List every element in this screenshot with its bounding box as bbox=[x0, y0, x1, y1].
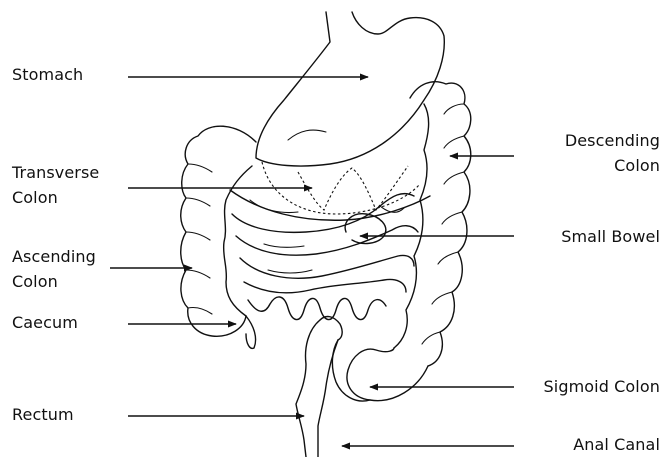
label-ascending-colon-line1: Ascending bbox=[12, 244, 96, 269]
label-anal-canal: Anal Canal bbox=[573, 432, 660, 457]
label-small-bowel: Small Bowel bbox=[561, 224, 660, 249]
ascending-colon-folds bbox=[186, 164, 212, 314]
label-stomach: Stomach bbox=[12, 62, 83, 87]
label-ascending-colon-line2: Colon bbox=[12, 269, 96, 294]
label-stomach-text: Stomach bbox=[12, 62, 83, 87]
label-descending-colon-line2: Colon bbox=[565, 153, 660, 178]
caecum-shape bbox=[246, 316, 256, 348]
rectum-shape bbox=[296, 320, 320, 457]
label-descending-colon-line1: Descending bbox=[565, 128, 660, 153]
label-transverse-colon-line2: Colon bbox=[12, 185, 99, 210]
label-anal-canal-text: Anal Canal bbox=[573, 432, 660, 457]
rectum-top bbox=[320, 317, 342, 340]
label-caecum-text: Caecum bbox=[12, 310, 78, 335]
rectum-inner bbox=[318, 340, 338, 457]
label-caecum: Caecum bbox=[12, 310, 78, 335]
small-bowel-loop-4 bbox=[244, 280, 406, 293]
label-sigmoid-colon: Sigmoid Colon bbox=[544, 374, 660, 399]
label-ascending-colon: Ascending Colon bbox=[12, 244, 96, 294]
descending-colon-folds bbox=[422, 104, 464, 344]
label-descending-colon: Descending Colon bbox=[565, 128, 660, 178]
label-transverse-colon-line1: Transverse bbox=[12, 160, 99, 185]
sigmoid-colon-shape bbox=[347, 348, 428, 401]
sigmoid-colon-lower bbox=[332, 340, 370, 401]
transverse-colon-loop-dashed bbox=[298, 166, 408, 210]
label-rectum: Rectum bbox=[12, 402, 74, 427]
label-sigmoid-colon-text: Sigmoid Colon bbox=[544, 374, 660, 399]
label-rectum-text: Rectum bbox=[12, 402, 74, 427]
stomach-fold bbox=[288, 130, 326, 140]
small-bowel-squiggle bbox=[248, 297, 386, 320]
label-transverse-colon: Transverse Colon bbox=[12, 160, 99, 210]
label-small-bowel-text: Small Bowel bbox=[561, 224, 660, 249]
small-bowel-loop-3 bbox=[240, 255, 414, 278]
descending-colon-outer bbox=[410, 82, 471, 366]
ascending-colon-outer bbox=[181, 126, 256, 336]
